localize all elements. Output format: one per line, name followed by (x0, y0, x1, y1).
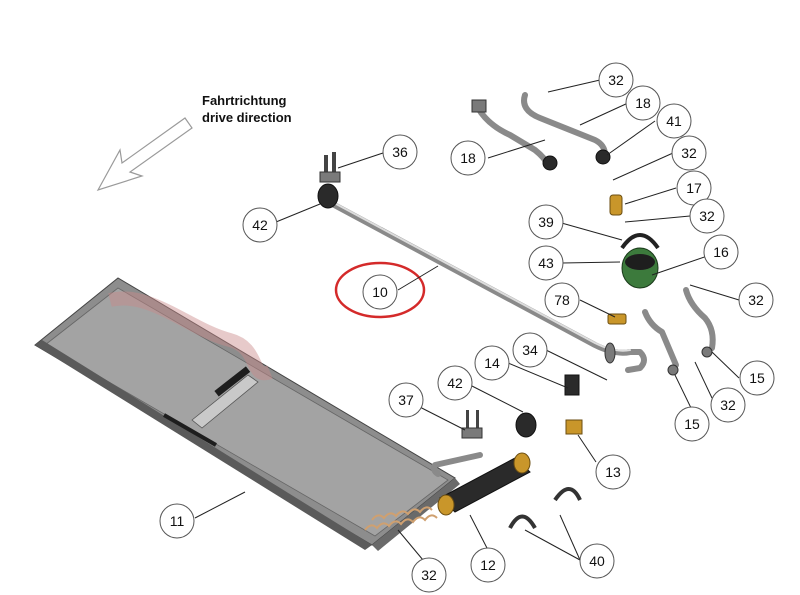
direction-label-de: Fahrtrichtung (202, 93, 287, 108)
callout-15-right: 15 (739, 360, 775, 396)
bracket-part-40 (508, 487, 582, 530)
callout-10: 10 (362, 274, 398, 310)
svg-text:18: 18 (460, 150, 476, 166)
callout-13: 13 (595, 454, 631, 490)
callout-11: 11 (159, 503, 195, 539)
receiver-part-12 (437, 452, 531, 516)
svg-text:18: 18 (635, 95, 651, 111)
highlight-ring (334, 261, 426, 319)
grommet-part-42-top (317, 183, 339, 209)
svg-text:10: 10 (372, 284, 388, 300)
filter-drier-part-16 (621, 247, 659, 289)
clamp-part-37 (461, 410, 483, 439)
svg-text:34: 34 (522, 342, 538, 358)
clamp-part-36 (319, 152, 341, 183)
svg-text:41: 41 (666, 113, 682, 129)
callout-32-bottom: 32 (411, 557, 447, 593)
callout-18-left: 18 (450, 140, 486, 176)
sensor-part-78 (607, 313, 627, 325)
callout-40: 40 (579, 543, 615, 579)
callout-42-mid: 42 (437, 365, 473, 401)
callout-42-top: 42 (242, 207, 278, 243)
svg-text:39: 39 (538, 214, 554, 230)
svg-text:43: 43 (538, 255, 554, 271)
condenser-part (34, 277, 460, 551)
pipe-part-18 (471, 92, 611, 171)
callout-43: 43 (528, 245, 564, 281)
svg-text:32: 32 (421, 567, 437, 583)
svg-text:12: 12 (480, 557, 496, 573)
pipe-part-10 (322, 197, 647, 373)
svg-text:32: 32 (699, 208, 715, 224)
callout-16: 16 (703, 234, 739, 270)
callout-36: 36 (382, 134, 418, 170)
lower-right-pipe (431, 287, 716, 477)
direction-label-en: drive direction (202, 110, 292, 125)
callout-18-right: 18 (625, 85, 661, 121)
callout-32-right-lower: 32 (710, 387, 746, 423)
expansion-part-14 (564, 374, 583, 435)
callout-34: 34 (512, 332, 548, 368)
svg-text:40: 40 (589, 553, 605, 569)
svg-text:78: 78 (554, 292, 570, 308)
bracket-part-39 (620, 233, 660, 250)
callout-39: 39 (528, 204, 564, 240)
callout-41: 41 (656, 103, 692, 139)
callout-37: 37 (388, 382, 424, 418)
svg-text:15: 15 (749, 370, 765, 386)
callout-32-far-right: 32 (738, 282, 774, 318)
callout-14: 14 (474, 345, 510, 381)
svg-text:15: 15 (684, 416, 700, 432)
callout-32-right-upper: 32 (671, 135, 707, 171)
callout-17: 17 (676, 170, 712, 206)
valve-part-17 (609, 194, 623, 216)
svg-text:37: 37 (398, 392, 414, 408)
svg-text:14: 14 (484, 355, 500, 371)
callout-32-top: 32 (598, 62, 634, 98)
callout-78: 78 (544, 282, 580, 318)
callout-12: 12 (470, 547, 506, 583)
svg-text:42: 42 (252, 217, 268, 233)
svg-text:13: 13 (605, 464, 621, 480)
svg-text:16: 16 (713, 244, 729, 260)
svg-text:17: 17 (686, 180, 702, 196)
callout-32-right-mid: 32 (689, 198, 725, 234)
svg-text:32: 32 (681, 145, 697, 161)
svg-text:42: 42 (447, 375, 463, 391)
svg-text:36: 36 (392, 144, 408, 160)
callout-15-mid: 15 (674, 406, 710, 442)
svg-text:32: 32 (748, 292, 764, 308)
svg-text:11: 11 (170, 513, 185, 529)
svg-text:32: 32 (608, 72, 624, 88)
svg-text:32: 32 (720, 397, 736, 413)
drive-direction-arrow-icon (96, 117, 193, 192)
grommet-part-42-mid (515, 412, 537, 438)
